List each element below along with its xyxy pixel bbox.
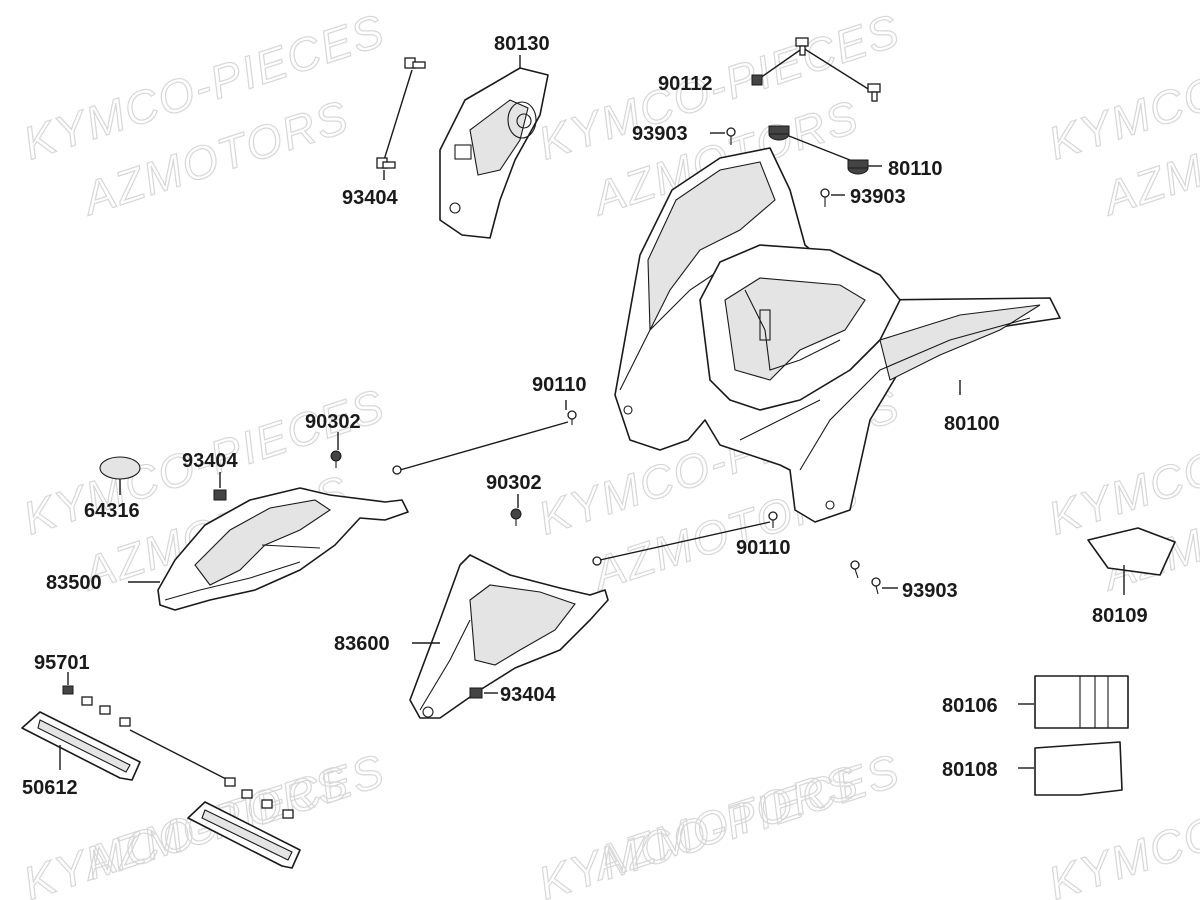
callout-80110: 80110 xyxy=(888,158,943,180)
screw-90110-b[interactable] xyxy=(592,511,778,566)
grommet-80110[interactable] xyxy=(768,125,882,175)
callout-50612: 50612 xyxy=(22,777,78,799)
screw-93903-c[interactable] xyxy=(850,560,898,595)
part-80108-label[interactable] xyxy=(1018,741,1123,796)
bolt-93404-mid[interactable] xyxy=(213,472,227,501)
part-80100-rear-fender[interactable] xyxy=(614,147,1061,523)
screw-93903-b[interactable] xyxy=(820,188,845,207)
bolt-93404-low[interactable] xyxy=(469,687,498,699)
bolt-90112[interactable] xyxy=(751,37,881,102)
callout-93903-a: 93903 xyxy=(632,123,688,145)
callout-90302-a: 90302 xyxy=(305,411,361,433)
callout-64316: 64316 xyxy=(84,500,140,522)
callout-93404-low: 93404 xyxy=(500,684,556,706)
part-83500-left-panel[interactable] xyxy=(157,487,409,611)
callout-80109: 80109 xyxy=(1092,605,1148,627)
callout-80100: 80100 xyxy=(944,413,1000,435)
callout-93404-top: 93404 xyxy=(342,187,398,209)
callout-93903-b: 93903 xyxy=(850,186,906,208)
callout-80108: 80108 xyxy=(942,759,998,781)
part-80130-bracket[interactable] xyxy=(439,67,549,239)
part-50612-footrest[interactable] xyxy=(21,711,301,869)
callout-80130: 80130 xyxy=(494,33,550,55)
callout-83600: 83600 xyxy=(334,633,390,655)
callout-83500: 83500 xyxy=(46,572,102,594)
watermark-kymco: KYMCO-PIECES xyxy=(1042,379,1200,545)
cap-64316[interactable] xyxy=(99,456,141,495)
screw-93903-a[interactable] xyxy=(710,127,736,145)
callout-90110-a: 90110 xyxy=(532,374,587,396)
bolt-95701[interactable] xyxy=(62,672,294,819)
callout-90302-b: 90302 xyxy=(486,472,542,494)
callout-90112: 90112 xyxy=(658,73,713,95)
part-80109-sticker[interactable] xyxy=(1087,527,1176,595)
screw-90302-a[interactable] xyxy=(330,432,342,468)
callout-93903-c: 93903 xyxy=(902,580,958,602)
watermark-azmotors: AZMOTORS xyxy=(584,755,865,891)
screw-90302-b[interactable] xyxy=(510,494,522,526)
callout-95701: 95701 xyxy=(34,652,90,674)
part-80106-label[interactable] xyxy=(1018,675,1129,729)
watermark-kymco: KYMCO-PIECES xyxy=(1042,4,1200,170)
callout-93404-mid: 93404 xyxy=(182,450,238,472)
bolt-93404-top[interactable] xyxy=(376,57,426,180)
screw-90110-a[interactable] xyxy=(392,400,577,475)
callout-80106: 80106 xyxy=(942,695,998,717)
part-83600-right-panel[interactable] xyxy=(409,554,609,719)
callout-90110-b: 90110 xyxy=(736,537,791,559)
